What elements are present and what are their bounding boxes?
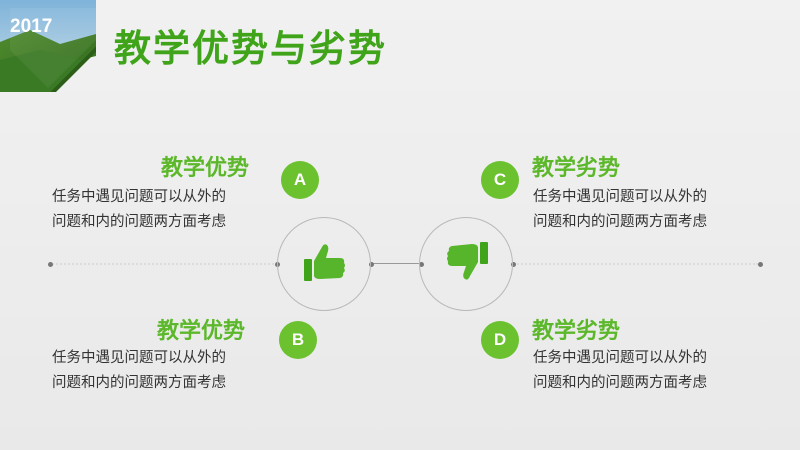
advantage-heading-b: 教学优势 [157,319,246,344]
disadvantage-ring [419,217,513,311]
connector-line-right [514,263,758,265]
disadvantage-heading-c: 教学劣势 [532,156,621,181]
advantage-ring [277,217,371,311]
year-label: 2017 [10,16,53,37]
advantage-desc-b-line1: 任务中遇见问题可以从外的 [52,350,226,366]
year-badge-landscape [0,0,96,92]
connector-line-left [52,263,278,265]
letter-badge-d: D [481,321,519,359]
connector-line-center [372,263,422,264]
page-title: 教学优势与劣势 [114,27,387,70]
connector-dot-far-left [48,262,53,267]
advantage-desc-b-line2: 问题和内的问题两方面考虑 [52,375,226,391]
advantage-desc-a-line2: 问题和内的问题两方面考虑 [52,214,226,230]
connector-dot-right-ring [511,262,516,267]
disadvantage-heading-d: 教学劣势 [532,319,621,344]
advantage-heading-a: 教学优势 [161,156,250,181]
thumbs-up-icon [304,244,345,281]
disadvantage-desc-c-line2: 问题和内的问题两方面考虑 [533,214,707,230]
letter-badge-a: A [281,161,319,199]
disadvantage-desc-c-line1: 任务中遇见问题可以从外的 [533,189,707,205]
connector-dot-center-left [369,262,374,267]
connector-dot-far-right [758,262,763,267]
letter-badge-c: C [481,161,519,199]
thumbs-down-icon [447,242,488,280]
advantage-desc-a-line1: 任务中遇见问题可以从外的 [52,189,226,205]
disadvantage-desc-d-line2: 问题和内的问题两方面考虑 [533,375,707,391]
disadvantage-desc-d-line1: 任务中遇见问题可以从外的 [533,350,707,366]
letter-badge-b: B [279,321,317,359]
